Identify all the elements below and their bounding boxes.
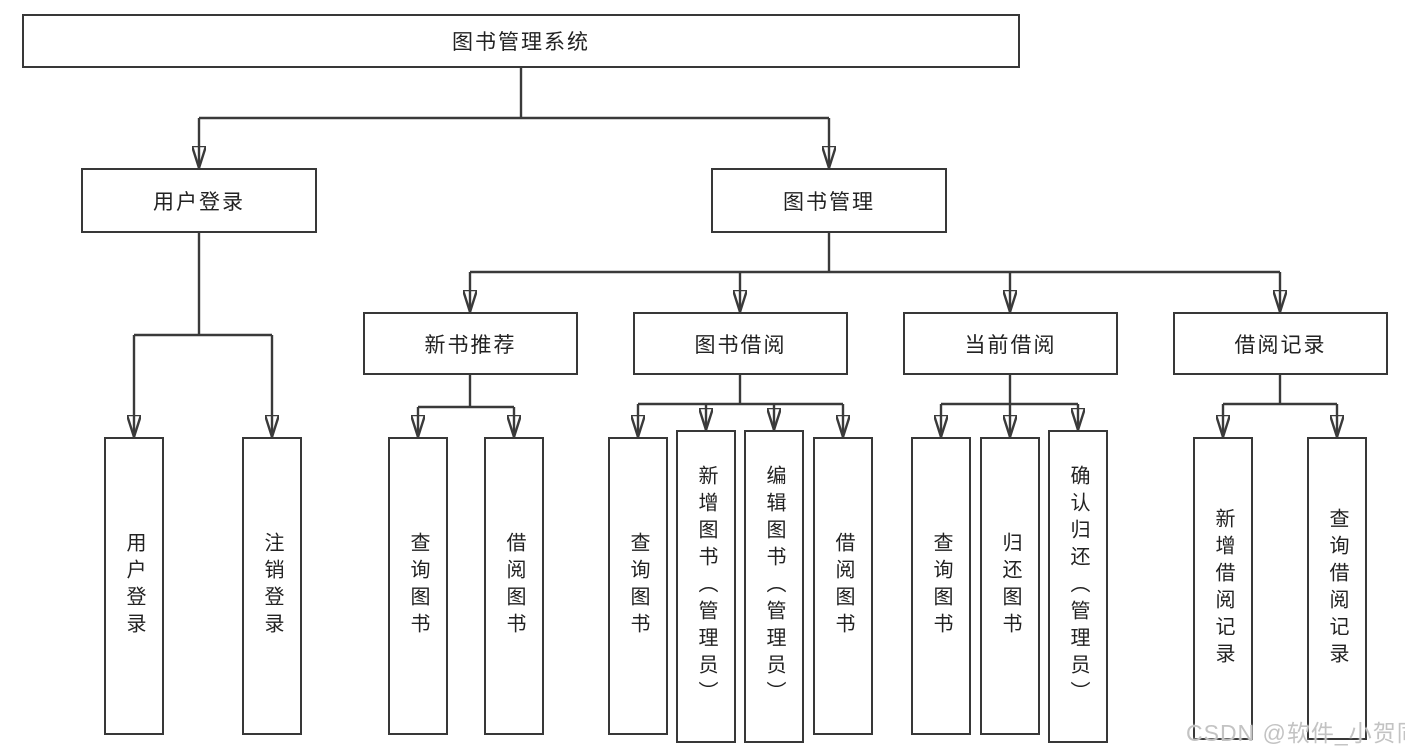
- connector-book-borrow-children: [638, 375, 843, 437]
- node-label: 查询图书: [930, 532, 952, 640]
- leaf-records-add-borrow-record: 新增借阅记录: [1193, 437, 1253, 740]
- node-label: 确认归还（管理员）: [1067, 465, 1089, 708]
- leaf-records-query-borrow-record: 查询借阅记录: [1307, 437, 1367, 740]
- node-root-library-management-system: 图书管理系统: [22, 14, 1020, 68]
- leaf-borrow-borrow-books: 借阅图书: [813, 437, 873, 735]
- node-label: 编辑图书（管理员）: [763, 465, 785, 708]
- node-label: 用户登录: [153, 190, 245, 214]
- connector-borrow-records-children: [1223, 375, 1337, 437]
- node-label: 当前借阅: [964, 333, 1057, 357]
- node-label: 图书管理系统: [452, 31, 590, 54]
- leaf-current-query-books: 查询图书: [911, 437, 971, 735]
- node-book-management: 图书管理: [711, 168, 947, 233]
- node-label: 图书借阅: [694, 333, 787, 357]
- node-current-borrow: 当前借阅: [903, 312, 1118, 375]
- connector-user-login-children: [134, 233, 272, 437]
- leaf-current-confirm-return-admin: 确认归还（管理员）: [1048, 430, 1108, 743]
- leaf-current-return-books: 归还图书: [980, 437, 1040, 735]
- node-label: 借阅图书: [503, 532, 525, 640]
- leaf-recommend-borrow-books: 借阅图书: [484, 437, 544, 735]
- leaf-borrow-add-books-admin: 新增图书（管理员）: [676, 430, 736, 743]
- leaf-user-login: 用户登录: [104, 437, 164, 735]
- node-label: 归还图书: [999, 532, 1021, 640]
- node-new-book-recommend: 新书推荐: [363, 312, 578, 375]
- connector-current-borrow-children: [941, 375, 1078, 437]
- node-label: 注销登录: [261, 532, 283, 640]
- leaf-borrow-edit-books-admin: 编辑图书（管理员）: [744, 430, 804, 743]
- node-label: 用户登录: [123, 532, 145, 640]
- node-label: 查询图书: [407, 532, 429, 640]
- leaf-borrow-query-books: 查询图书: [608, 437, 668, 735]
- node-label: 新书推荐: [424, 333, 517, 357]
- node-book-borrow: 图书借阅: [633, 312, 848, 375]
- node-user-login: 用户登录: [81, 168, 317, 233]
- node-borrow-records: 借阅记录: [1173, 312, 1388, 375]
- node-label: 新增借阅记录: [1212, 507, 1234, 670]
- node-label: 查询图书: [627, 532, 649, 640]
- node-label: 借阅图书: [832, 532, 854, 640]
- connector-book-management-to-level3: [470, 233, 1280, 312]
- node-label: 新增图书（管理员）: [695, 465, 717, 708]
- connector-new-book-recommend-children: [418, 375, 514, 437]
- node-label: 借阅记录: [1234, 333, 1327, 357]
- leaf-logout: 注销登录: [242, 437, 302, 735]
- connector-root-to-level2: [199, 68, 829, 168]
- node-label: 查询借阅记录: [1326, 507, 1348, 670]
- node-label: 图书管理: [783, 190, 875, 214]
- csdn-watermark: CSDN @软件_小贺同学: [1186, 720, 1405, 746]
- leaf-recommend-query-books: 查询图书: [388, 437, 448, 735]
